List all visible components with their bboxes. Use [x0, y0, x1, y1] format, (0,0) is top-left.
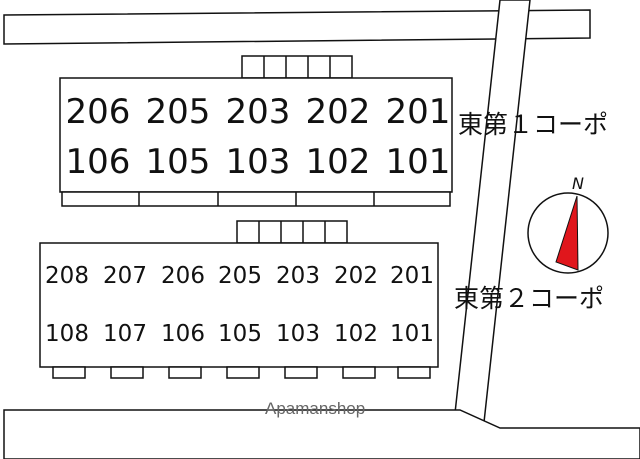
unit-101: 101 [390, 321, 434, 347]
building-2-upper-floor: 208 207 206 205 203 202 201 [45, 263, 434, 289]
unit-102: 102 [306, 142, 371, 182]
unit-205: 205 [218, 263, 262, 289]
road-top [3, 9, 591, 45]
building-2 [39, 242, 439, 368]
unit-203: 203 [226, 92, 291, 132]
unit-207: 207 [103, 263, 147, 289]
unit-106: 106 [161, 321, 205, 347]
building-2-balconies [52, 366, 431, 379]
unit-201: 201 [386, 92, 451, 132]
compass-icon: N [527, 174, 609, 274]
road-bottom [3, 409, 640, 459]
unit-202: 202 [306, 92, 371, 132]
unit-105: 105 [146, 142, 211, 182]
building-1-top-tabs [241, 55, 353, 79]
building-2-name: 東第２コーポ [454, 284, 604, 313]
building-1-balconies [61, 191, 451, 207]
unit-101: 101 [386, 142, 451, 182]
building-1-upper-floor: 206 205 203 202 201 [66, 92, 451, 132]
building-1-lower-floor: 106 105 103 102 101 [66, 142, 451, 182]
building-1 [59, 77, 453, 193]
watermark-text: Apamanshop [265, 399, 365, 418]
unit-206: 206 [66, 92, 131, 132]
building-2-lower-floor: 108 107 106 105 103 102 101 [45, 321, 434, 347]
unit-103: 103 [276, 321, 320, 347]
unit-203: 203 [276, 263, 320, 289]
building-2-top-tabs [236, 220, 348, 244]
building-1-name: 東第１コーポ [458, 110, 608, 139]
unit-103: 103 [226, 142, 291, 182]
unit-205: 205 [146, 92, 211, 132]
unit-202: 202 [334, 263, 378, 289]
unit-106: 106 [66, 142, 131, 182]
unit-107: 107 [103, 321, 147, 347]
unit-102: 102 [334, 321, 378, 347]
unit-206: 206 [161, 263, 205, 289]
road-right [449, 0, 531, 459]
compass-north-label: N [572, 174, 584, 193]
unit-201: 201 [390, 263, 434, 289]
unit-108: 108 [45, 321, 89, 347]
unit-105: 105 [218, 321, 262, 347]
compass-needle [555, 195, 579, 271]
unit-208: 208 [45, 263, 89, 289]
